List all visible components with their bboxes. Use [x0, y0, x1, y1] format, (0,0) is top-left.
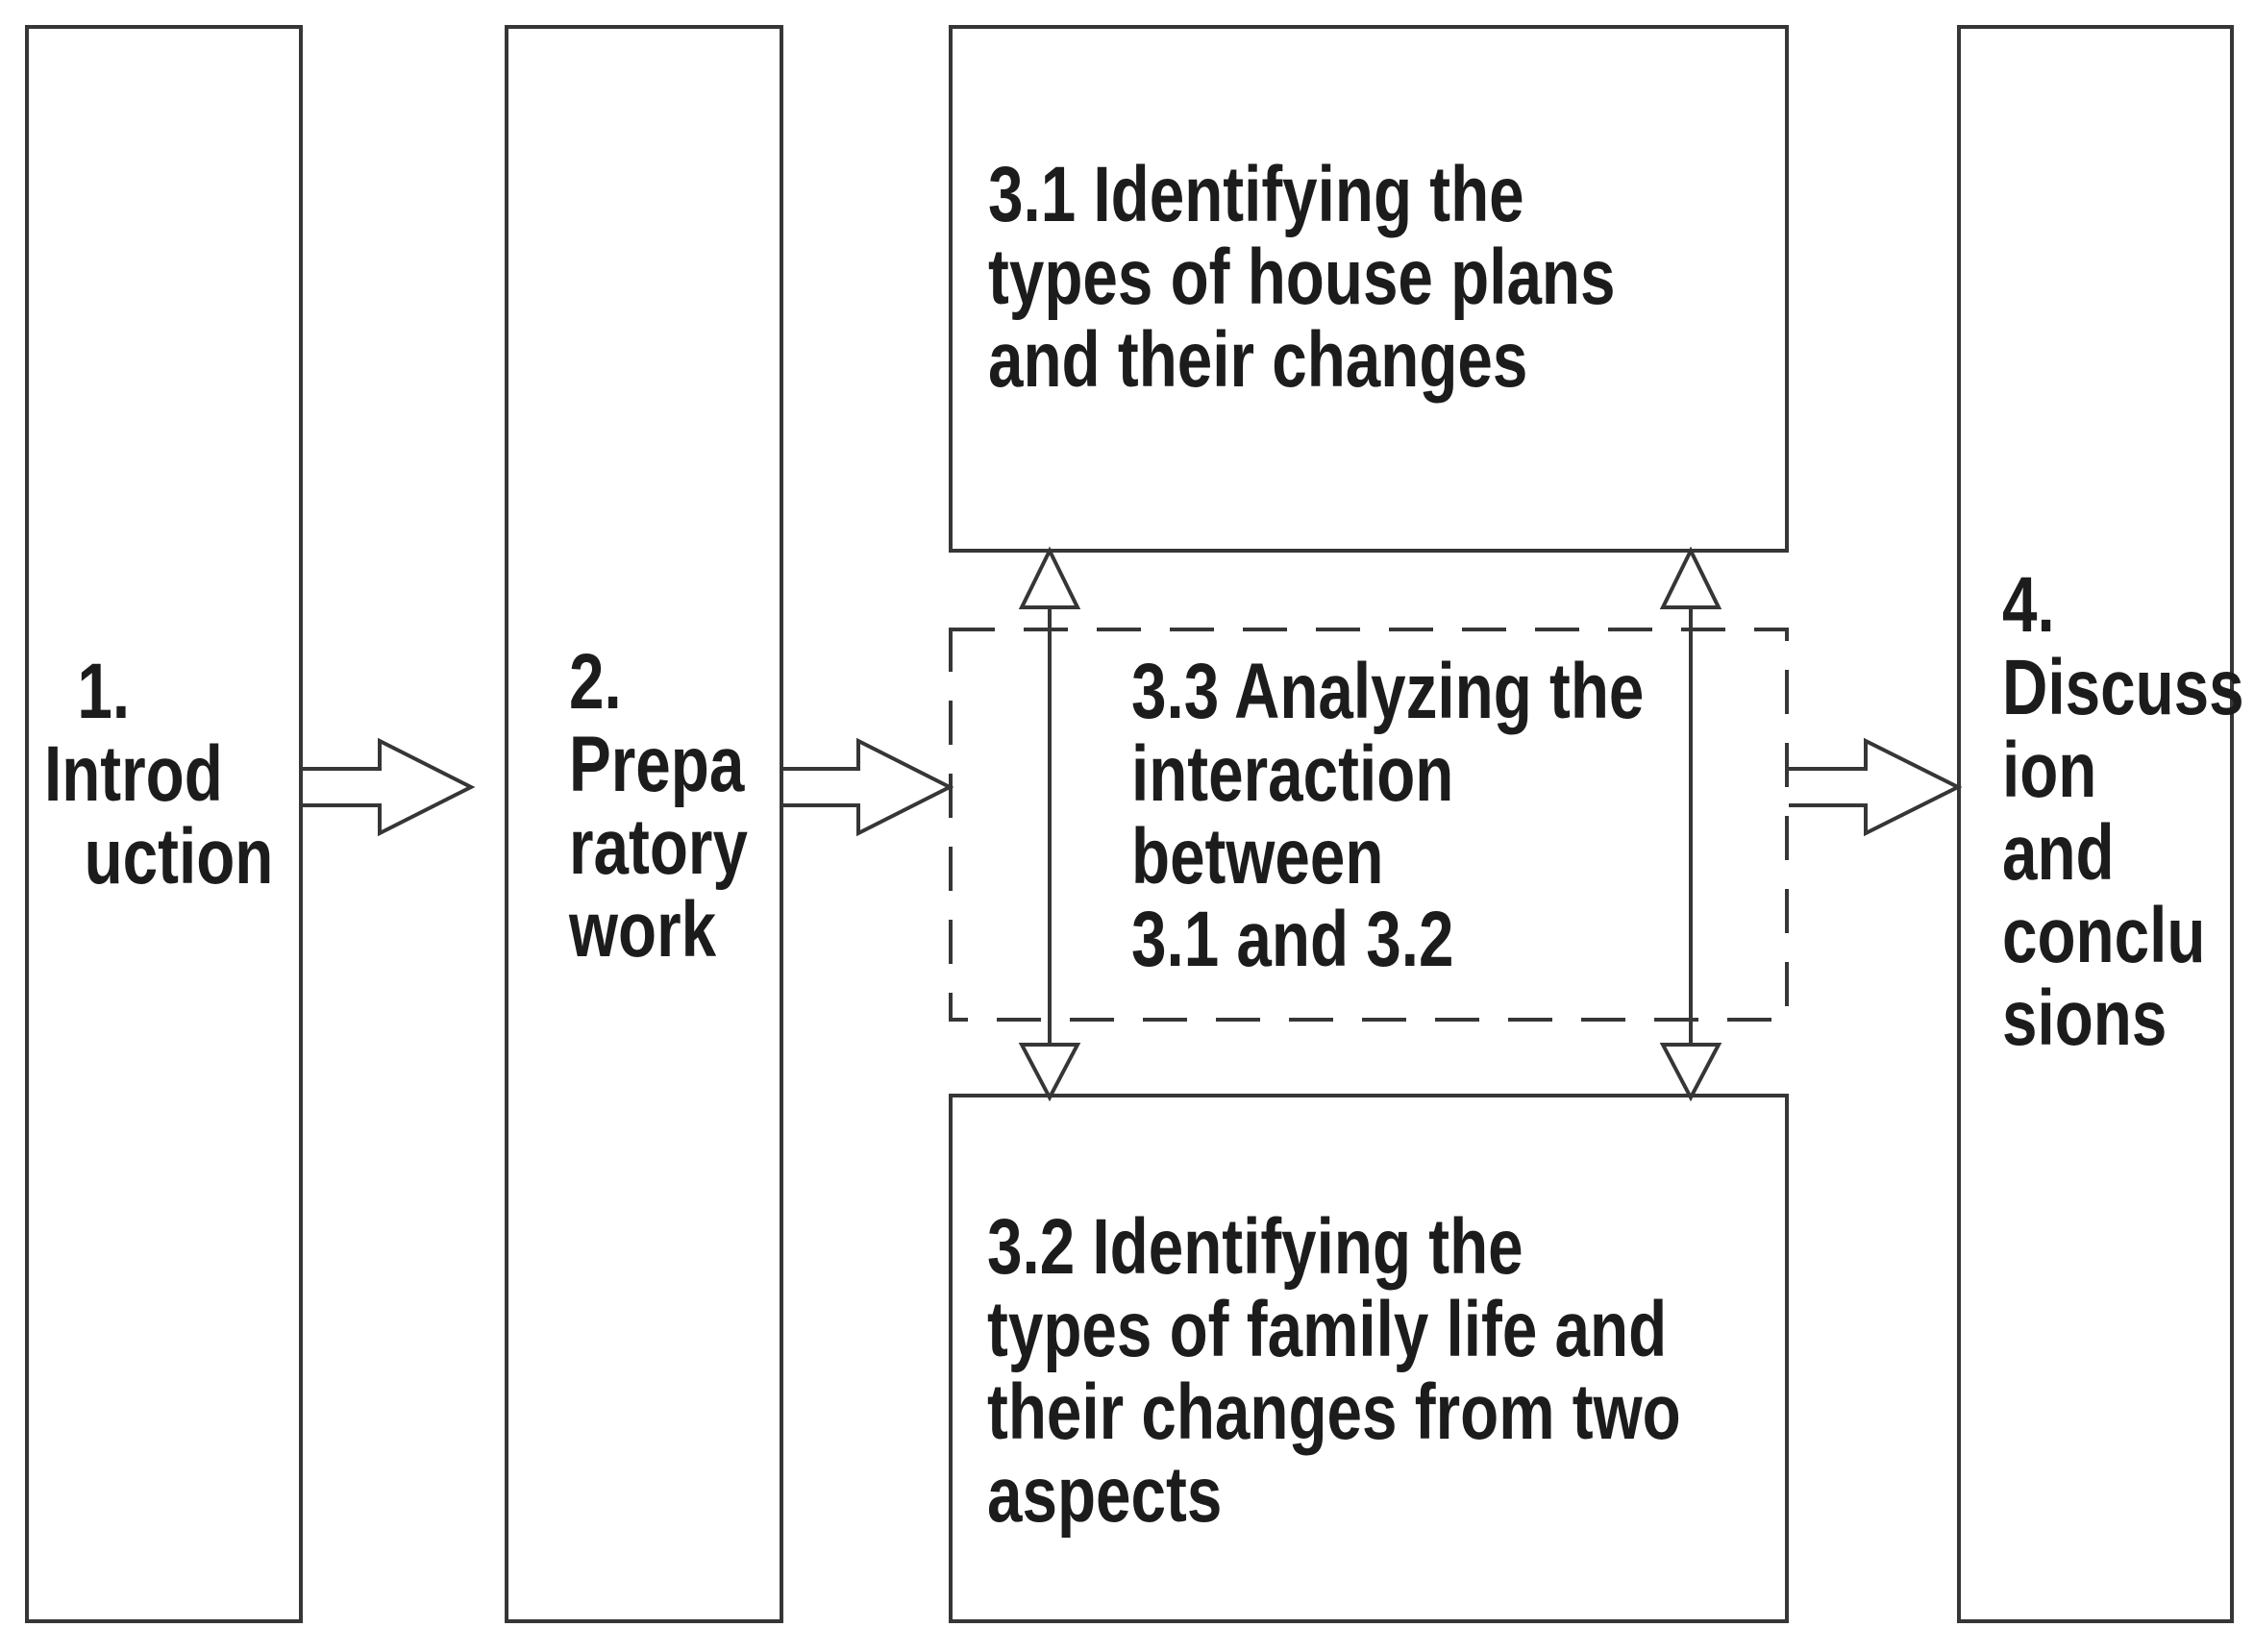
box-text-line: interaction: [1131, 730, 1454, 818]
box-1-introduction: 1. Introd uction: [25, 25, 303, 1623]
box-text-line: conclu: [2002, 892, 2206, 979]
box-2-preparatory-work: 2. Prepa ratory work: [505, 25, 783, 1623]
box-text-line: 3.3 Analyzing the: [1131, 648, 1645, 735]
box-text-line: work: [569, 886, 717, 974]
box-text-line: Discuss: [2002, 644, 2244, 731]
box-text-line: types of house plans: [988, 234, 1616, 321]
box-text-line: ratory: [569, 803, 748, 891]
box-text-line: their changes from two: [987, 1368, 1681, 1456]
box-3-1-text: 3.1 Identifying the types of house plans…: [988, 154, 1615, 402]
box-text-line: 3.2 Identifying the: [987, 1203, 1523, 1291]
hollow-right-arrow-icon-analysis-to-conclusion: [1789, 737, 1963, 837]
box-text-line: and: [2002, 809, 2115, 897]
box-text-line: 4.: [2002, 561, 2055, 649]
box-3-2-family-life: 3.2 Identifying the types of family life…: [949, 1094, 1789, 1623]
box-text-line: uction: [84, 813, 274, 900]
box-1-text: 1. Introd uction: [44, 651, 273, 899]
arrowhead-down-icon: [1659, 1043, 1722, 1102]
hollow-right-arrow-icon-prep-to-analysis: [783, 737, 954, 837]
box-text-line: 2.: [569, 638, 622, 726]
arrowhead-down-icon: [1018, 1043, 1081, 1102]
box-text-line: Introd: [44, 730, 223, 818]
box-3-3-text: 3.3 Analyzing the interaction between 3.…: [1131, 651, 1644, 981]
box-text-line: ion: [2002, 727, 2097, 814]
arrowhead-up-icon: [1018, 546, 1081, 609]
box-4-text: 4. Discuss ion and conclu sions: [2002, 564, 2244, 1060]
hollow-right-arrow-icon-intro-to-prep: [303, 737, 476, 837]
box-3-2-text: 3.2 Identifying the types of family life…: [987, 1206, 1681, 1537]
box-text-line: 3.1 Identifying the: [988, 151, 1524, 238]
box-3-3-interaction: 3.3 Analyzing the interaction between 3.…: [949, 628, 1789, 1022]
box-3-1-house-plans: 3.1 Identifying the types of house plans…: [949, 25, 1789, 553]
arrowhead-up-icon: [1659, 546, 1722, 609]
box-text-line: 1.: [77, 648, 131, 735]
box-text-line: types of family life and: [987, 1286, 1668, 1373]
box-2-text: 2. Prepa ratory work: [569, 641, 748, 972]
box-text-line: aspects: [987, 1451, 1223, 1539]
box-text-line: 3.1 and 3.2: [1131, 896, 1454, 983]
box-text-line: and their changes: [988, 316, 1528, 404]
box-text-line: Prepa: [569, 721, 745, 808]
box-4-discussion-conclusions: 4. Discuss ion and conclu sions: [1957, 25, 2244, 1623]
box-text-line: between: [1131, 813, 1384, 900]
box-text-line: sions: [2002, 974, 2167, 1062]
